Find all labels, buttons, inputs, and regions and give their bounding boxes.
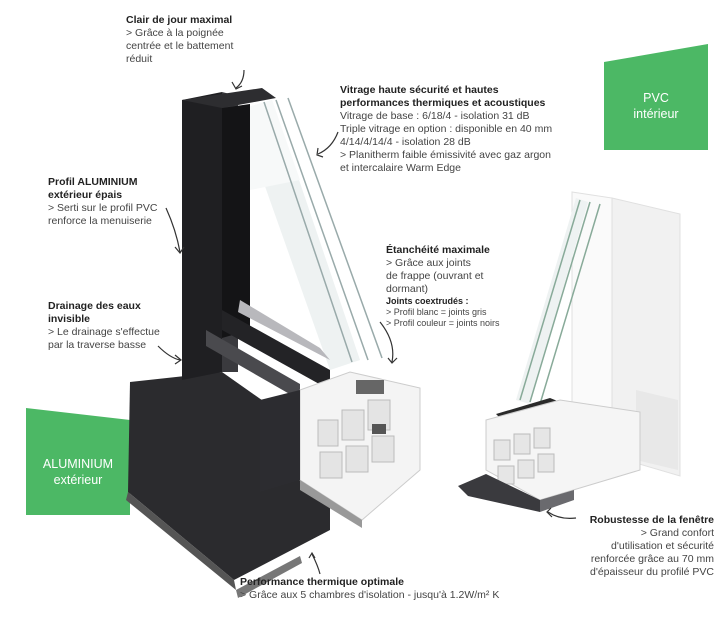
annotation-line: réduit	[126, 53, 153, 65]
annotation-line: > Planitherm faible émissivité avec gaz …	[340, 149, 551, 161]
annotation-line: Triple vitrage en option : disponible en…	[340, 123, 553, 135]
annotation-performance: Performance thermique optimale > Grâce a…	[240, 576, 560, 602]
annotation-line: renforcée grâce au 70 mm	[590, 553, 714, 565]
annotation-line: et intercalaire Warm Edge	[340, 162, 461, 174]
pvc-tag-line1: PVC	[643, 91, 669, 105]
annotation-title: performances thermiques et acoustiques	[340, 97, 546, 109]
annotation-line: d'épaisseur du profilé PVC	[590, 566, 714, 578]
annotation-drainage: Drainage des eaux invisible > Le drainag…	[48, 300, 188, 352]
alu-window-illustration	[126, 88, 421, 598]
pvc-tag-line2: intérieur	[633, 107, 679, 121]
alu-exterieur-tag: ALUMINIUM extérieur	[26, 456, 130, 488]
annotation-line: > Grâce à la poignée	[126, 27, 224, 39]
annotation-title: Drainage des eaux	[48, 300, 141, 312]
annotation-title: Performance thermique optimale	[240, 576, 404, 588]
annotation-etancheite: Étanchéité maximale > Grâce aux joints d…	[386, 244, 546, 329]
annotation-title: invisible	[48, 313, 91, 325]
annotation-line: > Le drainage s'effectue	[48, 326, 160, 338]
annotation-line: centrée et le battement	[126, 40, 234, 52]
pvc-banner-shape	[604, 44, 708, 150]
alu-tag-line2: extérieur	[53, 473, 103, 487]
annotation-line: > Serti sur le profil PVC	[48, 202, 158, 214]
annotation-robustesse: Robustesse de la fenêtre > Grand confort…	[560, 514, 714, 579]
alu-banner-shape	[26, 408, 130, 515]
annotation-title: extérieur épais	[48, 189, 123, 201]
pvc-interieur-tag: PVC intérieur	[604, 90, 708, 122]
annotation-line: > Grand confort	[640, 527, 714, 539]
alu-tag-line1: ALUMINIUM	[42, 457, 114, 471]
annotation-profil-aluminium: Profil ALUMINIUM extérieur épais > Serti…	[48, 176, 188, 228]
pvc-window-illustration	[458, 191, 681, 512]
annotation-title: Vitrage haute sécurité et hautes	[340, 84, 499, 96]
annotation-title: Robustesse de la fenêtre	[589, 514, 714, 526]
annotation-line: > Profil blanc = joints gris	[386, 307, 487, 317]
annotation-line: > Profil couleur = joints noirs	[386, 318, 500, 328]
pointer-arrows	[157, 69, 577, 575]
annotation-title: Étanchéité maximale	[386, 244, 490, 256]
annotation-line: dormant)	[386, 283, 429, 295]
annotation-line: 4/14/4/14/4 - isolation 28 dB	[340, 136, 471, 148]
annotation-clair-de-jour: Clair de jour maximal > Grâce à la poign…	[126, 14, 286, 66]
annotation-line: par la traverse basse	[48, 339, 147, 351]
annotation-line: renforce la menuiserie	[48, 215, 152, 227]
annotation-line: Vitrage de base : 6/18/4 - isolation 31 …	[340, 110, 530, 122]
annotation-line: de frappe (ouvrant et	[386, 270, 484, 282]
annotation-line: > Grâce aux 5 chambres d'isolation - jus…	[240, 589, 500, 601]
annotation-title: Clair de jour maximal	[126, 14, 233, 26]
annotation-line: > Grâce aux joints	[386, 257, 471, 269]
annotation-line: d'utilisation et sécurité	[611, 540, 714, 552]
annotation-title: Profil ALUMINIUM	[48, 176, 138, 188]
annotation-vitrage: Vitrage haute sécurité et hautes perform…	[340, 84, 580, 175]
annotation-subtitle: Joints coextrudés :	[386, 296, 469, 306]
